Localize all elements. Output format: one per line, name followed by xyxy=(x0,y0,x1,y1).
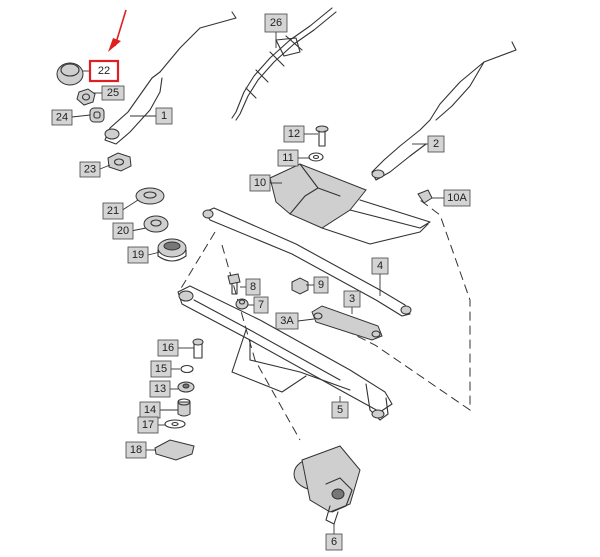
callout-14: 14 xyxy=(139,401,161,419)
callout-25: 25 xyxy=(101,85,125,101)
callout-7-label: 7 xyxy=(258,299,264,311)
callout-13: 13 xyxy=(149,380,171,398)
callout-3a: 3A xyxy=(275,312,299,330)
callout-12-label: 12 xyxy=(288,128,300,140)
pad-18 xyxy=(154,439,195,461)
clip-10a xyxy=(417,189,433,204)
crank-link-3 xyxy=(311,305,383,341)
wiper-motor-6 xyxy=(293,445,361,525)
screw-12 xyxy=(315,125,329,147)
callout-3a-label: 3A xyxy=(280,315,294,327)
grommet-19 xyxy=(157,238,187,262)
callout-3-label: 3 xyxy=(349,293,355,305)
callout-2: 2 xyxy=(427,135,445,153)
callout-5: 5 xyxy=(331,401,349,419)
linkage-rod-4 xyxy=(202,207,412,317)
callout-7: 7 xyxy=(253,296,269,314)
callout-20-label: 20 xyxy=(117,225,129,237)
callout-9: 9 xyxy=(313,276,329,294)
callout-19: 19 xyxy=(127,246,149,264)
callout-10a-label: 10A xyxy=(447,192,467,204)
mounting-bracket-10 xyxy=(269,163,431,245)
callout-21: 21 xyxy=(102,202,124,220)
callout-26: 26 xyxy=(264,13,288,33)
callout-22-label: 22 xyxy=(98,65,110,77)
left-wiper-arm xyxy=(104,11,237,145)
callout-16-label: 16 xyxy=(162,342,174,354)
callout-25-label: 25 xyxy=(107,87,119,99)
washer-11 xyxy=(308,152,324,162)
callout-13-label: 13 xyxy=(154,383,166,395)
callout-10a: 10A xyxy=(443,189,471,207)
callout-23-label: 23 xyxy=(84,164,96,176)
callout-4: 4 xyxy=(371,257,389,275)
washer-24 xyxy=(89,107,105,123)
callout-6: 6 xyxy=(325,533,343,551)
wiper-frame-5 xyxy=(177,285,393,421)
callout-11-label: 11 xyxy=(282,152,293,164)
callout-4-label: 4 xyxy=(377,260,383,272)
washer-15 xyxy=(180,364,194,374)
callout-2-label: 2 xyxy=(433,138,439,150)
nut-9 xyxy=(291,277,309,295)
bolt-16 xyxy=(192,338,204,359)
right-wiper-arm xyxy=(371,41,517,181)
callout-11: 11 xyxy=(277,149,299,167)
callout-1-label: 1 xyxy=(161,110,167,122)
grommet-20 xyxy=(143,215,169,233)
callout-12: 12 xyxy=(283,125,305,143)
callout-15-label: 15 xyxy=(155,363,167,375)
callout-14-label: 14 xyxy=(144,404,156,416)
grommet-21 xyxy=(135,187,165,205)
wiper-cap-22 xyxy=(56,62,84,86)
bushing-13 xyxy=(177,381,195,393)
bolt-8 xyxy=(227,273,241,295)
callout-19-label: 19 xyxy=(132,249,144,261)
callout-17: 17 xyxy=(137,416,159,434)
callout-23: 23 xyxy=(79,161,101,178)
spacer-14 xyxy=(177,398,191,417)
leader-lines xyxy=(71,32,444,534)
callout-10: 10 xyxy=(249,174,271,192)
callout-21-label: 21 xyxy=(107,205,119,217)
callout-8-label: 8 xyxy=(250,281,256,293)
callout-6-label: 6 xyxy=(331,536,337,548)
nut-23 xyxy=(107,152,132,172)
callout-24-label: 24 xyxy=(56,112,68,124)
callout-26-label: 26 xyxy=(270,17,282,29)
callout-10-label: 10 xyxy=(254,177,266,189)
callout-18-label: 18 xyxy=(130,444,142,456)
bushing-7 xyxy=(235,298,249,310)
callout-1: 1 xyxy=(155,107,173,125)
wiper-blade-26 xyxy=(231,7,337,121)
callout-15: 15 xyxy=(150,360,172,378)
callout-3: 3 xyxy=(343,290,361,308)
callout-18: 18 xyxy=(125,441,147,459)
assembly-boundary xyxy=(179,199,471,441)
callout-20: 20 xyxy=(112,222,134,240)
callout-17-label: 17 xyxy=(142,419,154,431)
callout-22: 22 xyxy=(88,59,120,83)
callout-5-label: 5 xyxy=(337,404,343,416)
callout-8: 8 xyxy=(245,278,261,296)
callout-24: 24 xyxy=(51,109,73,126)
nut-25 xyxy=(76,88,96,106)
highlight-arrow xyxy=(108,9,127,52)
washer-17 xyxy=(164,419,186,429)
callout-16: 16 xyxy=(157,339,179,357)
callout-9-label: 9 xyxy=(318,279,324,291)
